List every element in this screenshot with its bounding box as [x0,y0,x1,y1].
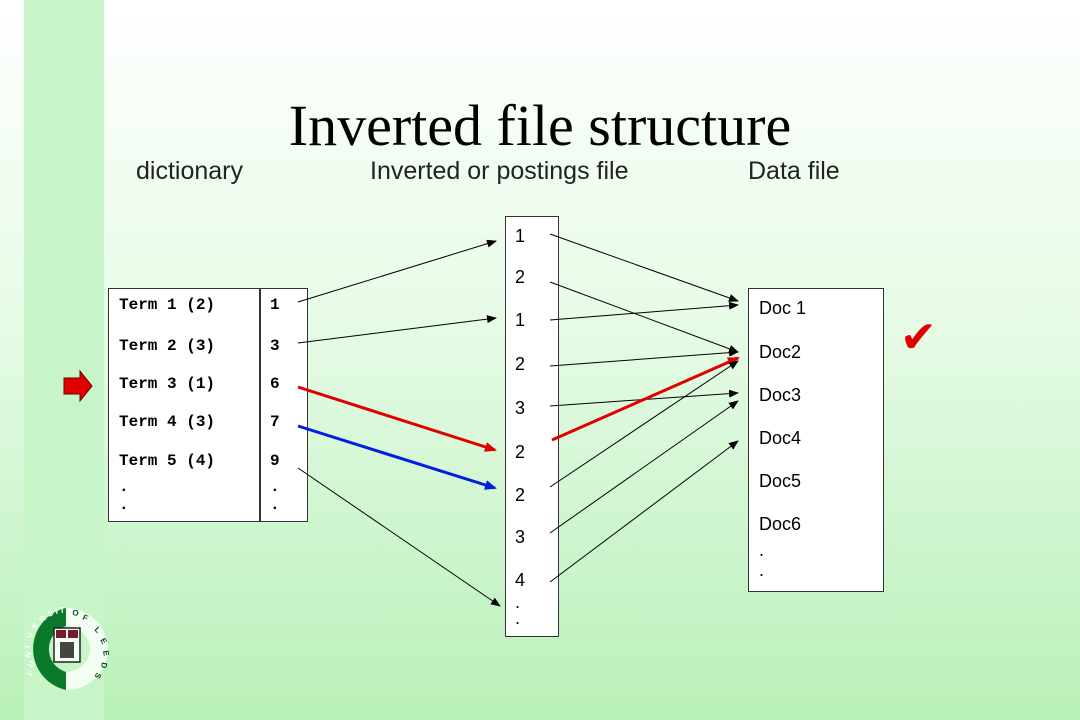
dictionary-term: Term 3 (1) [119,375,216,393]
document-ellipsis: . [759,540,765,560]
dictionary-pointer-ellipsis: . [270,496,280,514]
posting-entry: 2 [515,267,526,287]
posting-entry: 1 [515,310,526,330]
svg-text:D: D [99,662,109,669]
dictionary-pointers-box [260,288,308,522]
arrow-term2-to-posting [297,315,497,344]
arrow-term3-to-posting [297,385,497,452]
university-logo: U N I V E R S I T Y O F L E E D S [23,606,111,690]
posting-entry: 2 [515,442,526,462]
document-entry: Doc6 [759,514,802,534]
dictionary-pointer: 9 [270,452,280,470]
arrow-term4-to-posting [297,424,497,490]
arrow-posting-to-doc [549,348,739,367]
data-file-heading: Data file [748,157,840,185]
arrow-posting-to-doc [549,440,739,583]
slide-title: Inverted file structure [288,93,792,158]
dictionary-term: Term 1 (2) [119,296,216,314]
arrow-posting-to-doc [549,360,739,488]
posting-entry: 2 [515,354,526,374]
posting-entry: 3 [515,527,526,547]
dictionary-term: Term 2 (3) [119,337,216,355]
svg-text:V: V [25,631,36,640]
document-ellipsis: . [759,560,765,580]
arrow-term1-to-posting [297,239,497,303]
svg-text:E: E [101,650,111,657]
arrow-posting-to-doc [549,301,739,321]
posting-entry: 1 [515,226,526,246]
posting-entry: 2 [515,485,526,505]
svg-text:I: I [55,607,59,616]
document-entry: Doc3 [759,385,802,405]
dictionary-term-ellipsis: . [119,496,129,514]
document-entry: Doc 1 [759,298,807,318]
dictionary-heading: dictionary [136,157,243,185]
svg-text:L: L [93,625,103,635]
dictionary-pointer: 6 [270,375,280,393]
svg-text:I: I [23,646,32,649]
dictionary-pointer: 1 [270,296,280,314]
data-file-box [748,288,884,592]
dictionary-pointer: 3 [270,337,280,355]
svg-text:T: T [59,606,65,615]
svg-text:O: O [72,608,80,618]
svg-text:R: R [38,614,48,625]
checkmark-icon: ✔ [900,312,937,363]
dictionary-terms-box [108,288,260,522]
dictionary-pointer: 7 [270,413,280,431]
arrow-term5-to-posting [297,467,501,607]
dictionary-term-ellipsis: . [119,478,129,496]
svg-text:Y: Y [26,669,36,680]
postings-heading: Inverted or postings file [370,157,629,185]
arrow-posting-to-doc [549,281,739,353]
svg-text:S: S [46,608,55,619]
postings-file-box [505,216,559,637]
svg-text:E: E [98,637,109,647]
posting-entry: 3 [515,398,526,418]
svg-text:S: S [92,671,103,681]
arrow-posting-to-doc [549,400,739,534]
arrow-posting-to-doc [549,233,739,302]
current-term-arrow-icon [63,369,93,403]
svg-text:N: N [23,650,33,658]
document-entry: Doc5 [759,471,802,491]
posting-ellipsis: . [515,608,521,628]
dictionary-term: Term 5 (4) [119,452,216,470]
svg-text:F: F [81,613,89,623]
arrow-posting-to-doc-highlighted [551,356,740,442]
dictionary-term: Term 4 (3) [119,413,216,431]
document-entry: Doc4 [759,428,802,448]
dictionary-pointer-ellipsis: . [270,478,280,496]
svg-text:U: U [26,659,37,669]
posting-ellipsis: . [515,592,521,612]
document-entry: Doc2 [759,342,802,362]
posting-entry: 4 [515,570,526,590]
left-sidebar-band [24,0,104,720]
svg-text:E: E [30,621,41,631]
